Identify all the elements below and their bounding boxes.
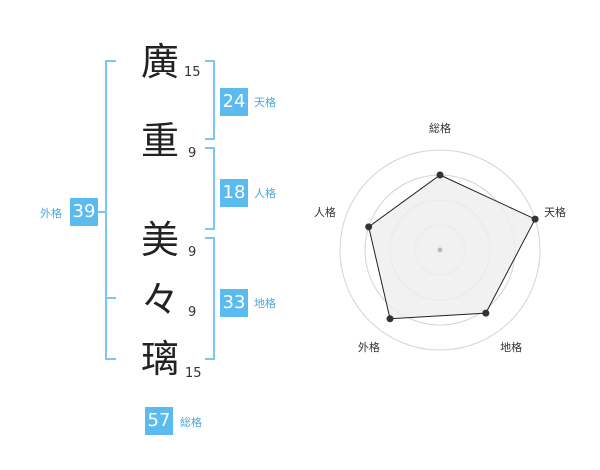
jinkaku-value-badge: 18 bbox=[220, 179, 248, 207]
stroke-count-1: 15 bbox=[184, 65, 201, 80]
tenkaku-value-badge: 24 bbox=[220, 88, 248, 116]
gaikaku-label: 外格 bbox=[40, 207, 62, 220]
radar-point-5 bbox=[365, 223, 373, 231]
tenkaku-label: 天格 bbox=[254, 96, 276, 109]
stroke-count-2: 9 bbox=[188, 146, 197, 161]
radar-series-polygon bbox=[368, 174, 536, 320]
radar-axis-label-2: 天格 bbox=[544, 205, 567, 219]
radar-point-2 bbox=[531, 215, 539, 223]
chikaku-label: 地格 bbox=[254, 297, 276, 310]
name-char-4: 々 bbox=[140, 278, 179, 322]
radar-axis-label-4: 外格 bbox=[357, 340, 380, 354]
stroke-count-3: 9 bbox=[188, 245, 197, 260]
name-char-5: 璃 bbox=[140, 337, 179, 381]
soukaku-value-badge: 57 bbox=[145, 407, 173, 435]
stroke-count-4: 9 bbox=[188, 305, 197, 320]
jinkaku-label: 人格 bbox=[254, 187, 276, 200]
name-char-3: 美 bbox=[140, 218, 179, 262]
radar-center-dot bbox=[437, 247, 443, 253]
soukaku-label: 総格 bbox=[180, 416, 202, 429]
gaikaku-bracket bbox=[105, 60, 116, 360]
tenkaku-bracket bbox=[205, 60, 215, 140]
radar-point-3 bbox=[482, 309, 490, 317]
gaikaku-value-badge: 39 bbox=[70, 198, 98, 226]
stroke-count-5: 15 bbox=[185, 366, 202, 381]
chikaku-bracket bbox=[205, 237, 215, 360]
jinkaku-bracket bbox=[205, 147, 215, 230]
radar-axis-label-1: 総格 bbox=[429, 122, 451, 135]
radar-point-4 bbox=[386, 315, 394, 323]
radar-axis-label-5: 人格 bbox=[313, 205, 336, 219]
name-char-2: 重 bbox=[140, 119, 179, 163]
chikaku-value-badge: 33 bbox=[220, 289, 248, 317]
radar-ring bbox=[339, 149, 541, 351]
radar-point-1 bbox=[436, 171, 444, 179]
name-char-1: 廣 bbox=[140, 40, 179, 84]
radar-axis-label-3: 地格 bbox=[500, 340, 523, 354]
